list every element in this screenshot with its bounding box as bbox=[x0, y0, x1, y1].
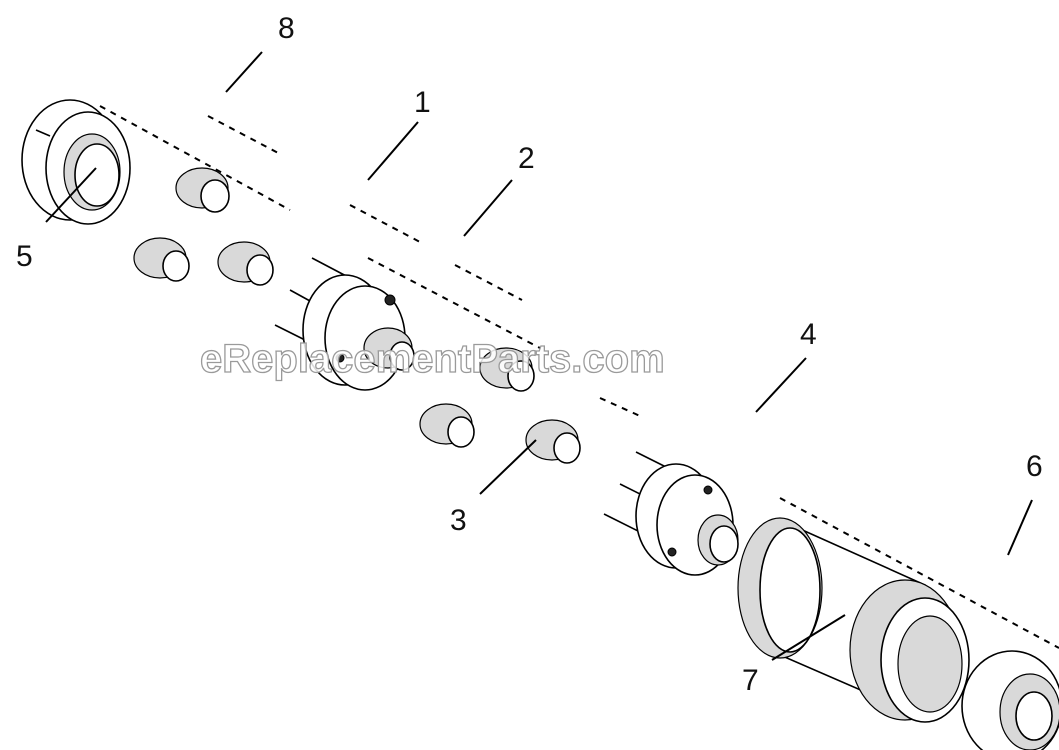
splined-gear-lower bbox=[419, 403, 475, 448]
part-3-splined-gear bbox=[525, 419, 581, 464]
callout-7: 7 bbox=[742, 664, 759, 697]
splined-gear-top-left bbox=[175, 167, 230, 213]
splined-gear-mid bbox=[479, 347, 535, 392]
callout-2: 2 bbox=[518, 142, 535, 175]
callout-6: 6 bbox=[1026, 450, 1043, 483]
splined-gear-center bbox=[363, 327, 415, 371]
callout-5: 5 bbox=[16, 240, 33, 273]
callout-4: 4 bbox=[800, 318, 817, 351]
splined-gear-left bbox=[133, 237, 190, 282]
part-7-ring-gear-housing bbox=[737, 517, 970, 723]
callout-8: 8 bbox=[278, 12, 295, 45]
leader-lines bbox=[45, 51, 1033, 661]
callout-3: 3 bbox=[450, 504, 467, 537]
part-4-carrier bbox=[603, 451, 739, 576]
watermark-text: eReplacementParts.com bbox=[200, 337, 665, 381]
part-5-retainer-ring bbox=[21, 99, 131, 225]
callout-1: 1 bbox=[414, 86, 431, 119]
assembly-axis-lines bbox=[99, 105, 1059, 649]
part-6-end-ring bbox=[961, 650, 1059, 750]
splined-gear-left-2 bbox=[217, 241, 274, 286]
